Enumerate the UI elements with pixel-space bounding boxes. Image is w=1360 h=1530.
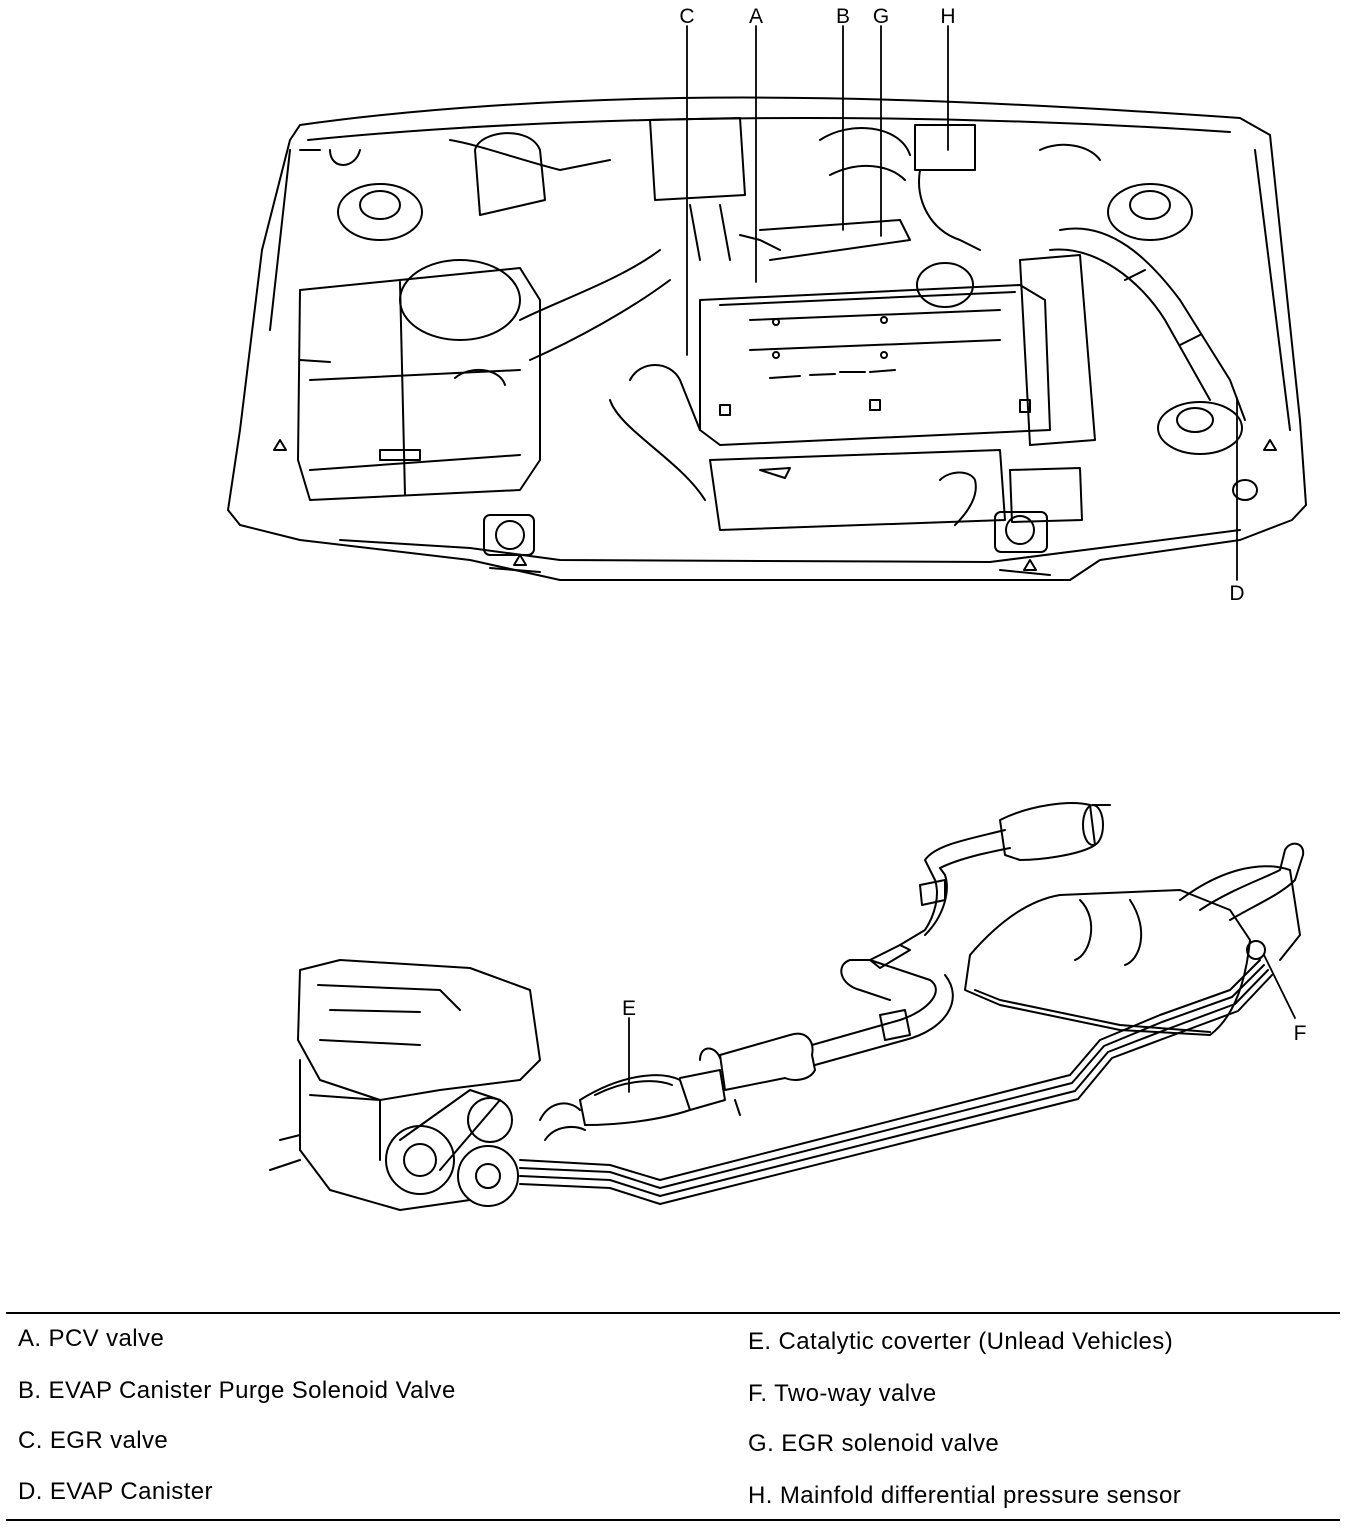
legend-item-c: C. EGR valve bbox=[18, 1427, 169, 1454]
legend-item-e: E. Catalytic coverter (Unlead Vehicles) bbox=[748, 1328, 1174, 1355]
legend-item-f: F. Two-way valve bbox=[748, 1380, 937, 1407]
exhaust-system-view bbox=[269, 802, 1305, 1211]
callout-c: C bbox=[679, 5, 694, 28]
legend-item-a: A. PCV valve bbox=[18, 1325, 165, 1352]
legend-top-rule bbox=[6, 1312, 1340, 1314]
callout-b: B bbox=[836, 5, 850, 28]
callout-h: H bbox=[940, 5, 955, 28]
legend-item-g: G. EGR solenoid valve bbox=[748, 1430, 1000, 1457]
callout-e: E bbox=[622, 997, 636, 1020]
callout-f: F bbox=[1294, 1022, 1307, 1045]
legend-item-d: D. EVAP Canister bbox=[18, 1478, 213, 1505]
engine-bay-illustration: C A B G H D E F bbox=[227, 5, 1307, 1211]
callout-leader-lines-bottom bbox=[628, 954, 1296, 1093]
legend-item-b: B. EVAP Canister Purge Solenoid Valve bbox=[18, 1377, 456, 1404]
callout-d: D bbox=[1229, 582, 1244, 605]
legend-bottom-rule bbox=[6, 1519, 1340, 1521]
callout-a: A bbox=[749, 5, 763, 28]
engine-compartment-view bbox=[227, 96, 1307, 581]
callout-leader-lines-top bbox=[686, 25, 1238, 581]
callout-labels: C A B G H D E F bbox=[622, 5, 1306, 1045]
legend-item-h: H. Mainfold differential pressure sensor bbox=[748, 1482, 1182, 1509]
callout-g: G bbox=[873, 5, 889, 28]
